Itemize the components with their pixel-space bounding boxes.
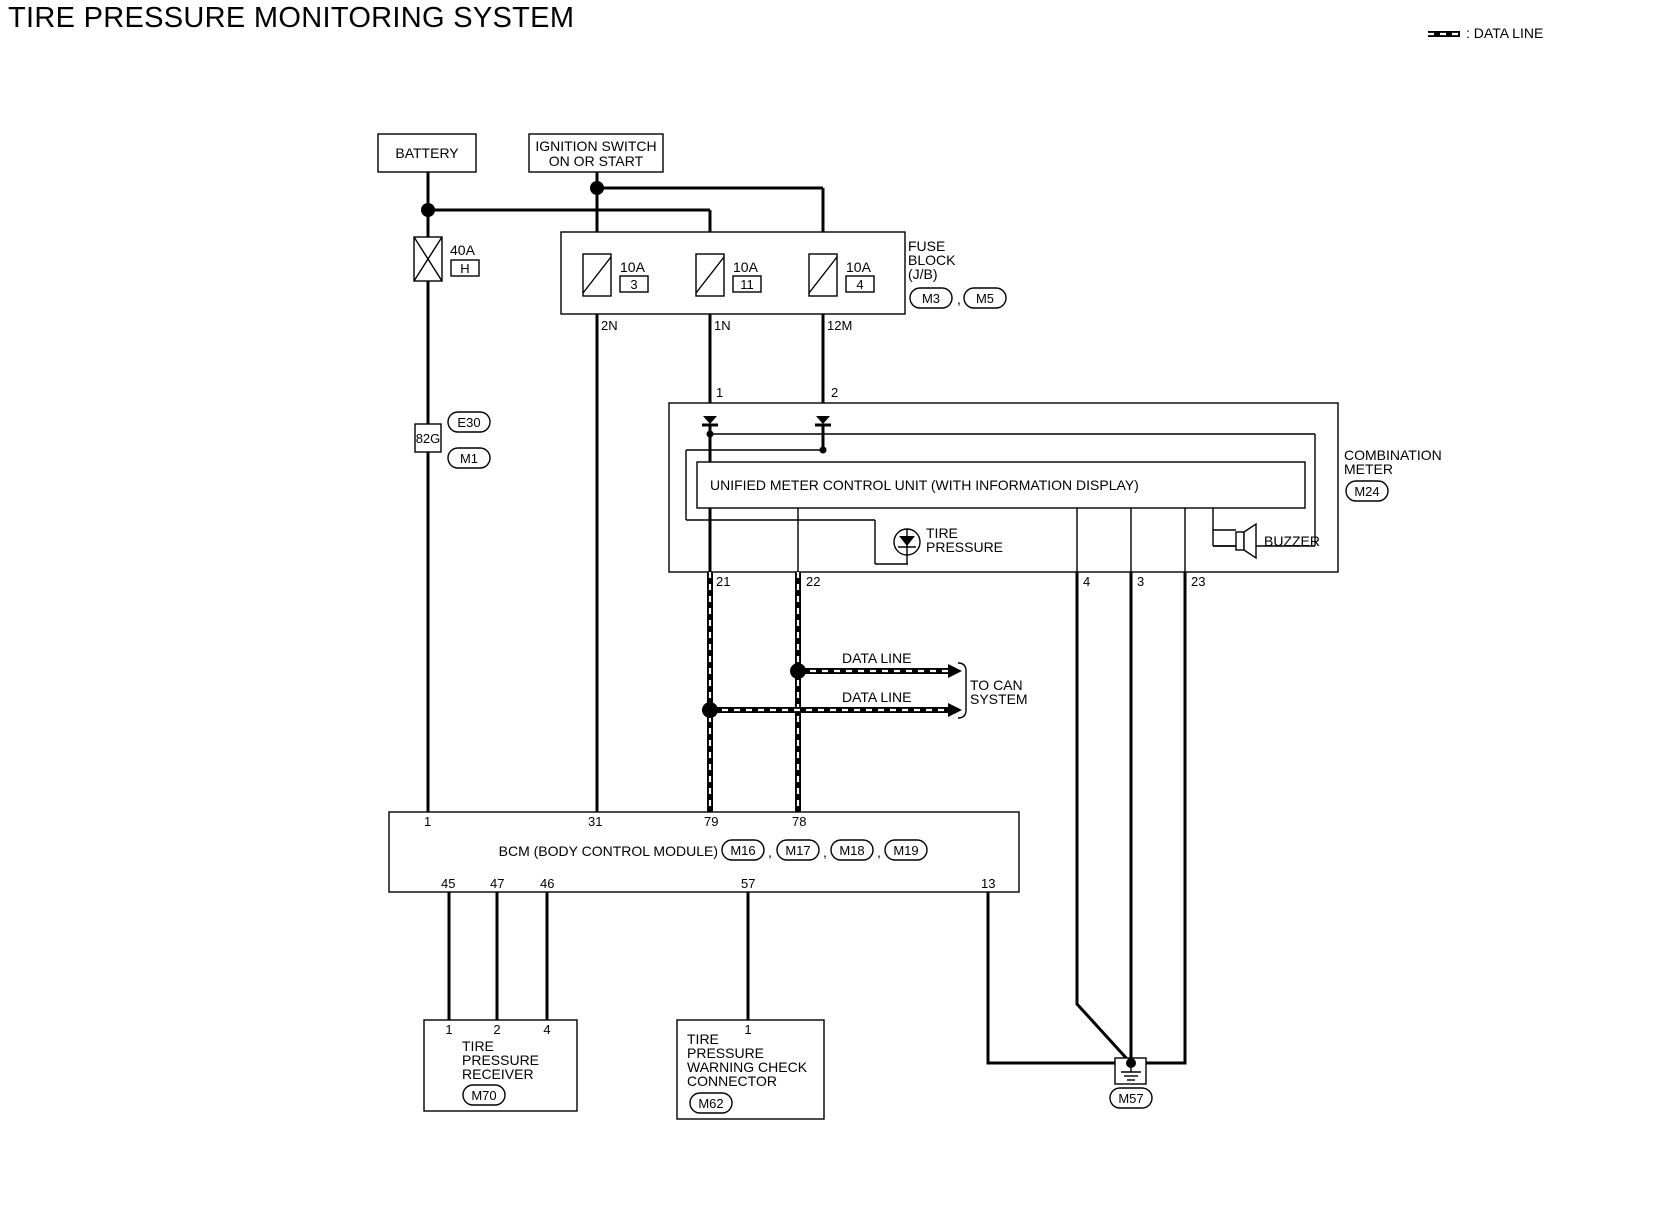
svg-text:,: , — [768, 844, 772, 860]
fuse-terminal-12m: 12M — [827, 318, 852, 333]
svg-text:M19: M19 — [893, 843, 918, 858]
ignition-label-line1: IGNITION SWITCH — [535, 138, 656, 154]
svg-text:1: 1 — [445, 1022, 452, 1037]
svg-text:(J/B): (J/B) — [908, 266, 938, 282]
combination-meter: COMBINATION METER M24 1 2 UNIFIED METER … — [668, 385, 1442, 578]
svg-text:TIRE: TIRE — [462, 1038, 494, 1054]
svg-text:COMBINATION: COMBINATION — [1344, 447, 1442, 463]
svg-text:E30: E30 — [457, 415, 480, 430]
svg-text:WARNING CHECK: WARNING CHECK — [687, 1059, 808, 1075]
wire-meter4-ground — [1075, 572, 1130, 1062]
svg-text:,: , — [823, 844, 827, 860]
svg-text:PRESSURE: PRESSURE — [462, 1052, 539, 1068]
joint-connector-id: 82G — [416, 431, 441, 446]
fuse-terminal-1n: 1N — [714, 318, 731, 333]
svg-text:1: 1 — [424, 814, 431, 829]
battery: BATTERY — [377, 133, 477, 173]
svg-text:1: 1 — [716, 385, 723, 400]
fuse-4: 10A 4 — [808, 253, 875, 297]
data-line-label-2: DATA LINE — [842, 689, 912, 705]
svg-text:13: 13 — [981, 876, 995, 891]
svg-text:79: 79 — [704, 814, 718, 829]
svg-text:31: 31 — [588, 814, 602, 829]
legend-label: : DATA LINE — [1466, 25, 1543, 41]
splice-ignition — [590, 181, 604, 195]
svg-text:4: 4 — [1083, 574, 1090, 589]
unit-label: UNIFIED METER CONTROL UNIT (WITH INFORMA… — [710, 477, 1139, 493]
svg-text:TIRE: TIRE — [926, 525, 958, 541]
joint-connector: 82G E30 M1 — [414, 411, 491, 469]
svg-text:4: 4 — [543, 1022, 550, 1037]
svg-text:10A: 10A — [846, 259, 872, 275]
fuse-block-connector-m5: M5 — [976, 291, 994, 306]
svg-text:M1: M1 — [460, 451, 478, 466]
battery-label: BATTERY — [395, 145, 459, 161]
svg-text:11: 11 — [740, 277, 754, 292]
ground-point: M57 — [1109, 1057, 1153, 1109]
svg-text:TO CAN: TO CAN — [970, 677, 1023, 693]
data-line-label-1: DATA LINE — [842, 650, 912, 666]
fuse-block-connector-m3: M3 — [922, 291, 940, 306]
svg-text:21: 21 — [716, 574, 730, 589]
ignition-switch: IGNITION SWITCH ON OR START — [528, 133, 664, 173]
svg-text:23: 23 — [1191, 574, 1205, 589]
svg-text:46: 46 — [540, 876, 554, 891]
ground-connector: M57 — [1118, 1091, 1143, 1106]
page-title: TIRE PRESSURE MONITORING SYSTEM — [8, 2, 575, 34]
fusible-link-rating: 40A — [450, 242, 476, 258]
svg-text:RECEIVER: RECEIVER — [462, 1066, 534, 1082]
receiver-connector: M70 — [471, 1088, 496, 1103]
fuse-block: 10A 3 10A 11 10A 4 FUSE BLOCK (J/B) M3 ,… — [560, 231, 1007, 315]
svg-text:METER: METER — [1344, 461, 1393, 477]
svg-text:M17: M17 — [785, 843, 810, 858]
legend: : DATA LINE — [1428, 25, 1543, 41]
fuse-terminal-2n: 2N — [601, 318, 618, 333]
svg-text:45: 45 — [441, 876, 455, 891]
warning-check-connector: 1 TIRE PRESSURE WARNING CHECK CONNECTOR … — [676, 1019, 825, 1120]
svg-text:CONNECTOR: CONNECTOR — [687, 1073, 777, 1089]
svg-text:3: 3 — [630, 277, 637, 292]
can-data-lines: DATA LINE DATA LINE TO CAN SYSTEM — [702, 572, 1028, 812]
svg-text:3: 3 — [1137, 574, 1144, 589]
fuse-3: 10A 3 — [582, 253, 649, 297]
svg-text:BLOCK: BLOCK — [908, 252, 956, 268]
tire-pressure-receiver: 1 2 4 TIRE PRESSURE RECEIVER M70 — [423, 1019, 578, 1112]
svg-text:PRESSURE: PRESSURE — [687, 1045, 764, 1061]
svg-text:10A: 10A — [733, 259, 759, 275]
svg-text:4: 4 — [856, 277, 863, 292]
svg-text:78: 78 — [792, 814, 806, 829]
svg-text:PRESSURE: PRESSURE — [926, 539, 1003, 555]
wire-meter23-ground — [1131, 572, 1187, 1065]
meter-connector: M24 — [1354, 484, 1379, 499]
svg-text:,: , — [957, 291, 961, 307]
svg-text:22: 22 — [806, 574, 820, 589]
check-connector-id: M62 — [698, 1096, 723, 1111]
bcm: 1 31 79 78 BCM (BODY CONTROL MODULE) M16… — [388, 811, 1020, 893]
svg-text:M16: M16 — [730, 843, 755, 858]
buzzer-label: BUZZER — [1264, 533, 1320, 549]
svg-text:2: 2 — [831, 385, 838, 400]
fusible-link-id: H — [460, 261, 469, 276]
svg-text:10A: 10A — [620, 259, 646, 275]
fusible-link: 40A H — [413, 236, 480, 282]
svg-text:57: 57 — [741, 876, 755, 891]
svg-text:1: 1 — [744, 1022, 751, 1037]
splice-battery — [421, 203, 435, 217]
svg-text:,: , — [877, 844, 881, 860]
svg-text:FUSE: FUSE — [908, 238, 945, 254]
svg-text:M18: M18 — [839, 843, 864, 858]
svg-text:47: 47 — [490, 876, 504, 891]
tire-pressure-lamp: TIRE PRESSURE — [893, 525, 1003, 564]
ignition-label-line2: ON OR START — [549, 153, 644, 169]
wire-bcm13-ground — [986, 892, 1128, 1065]
buzzer: BUZZER — [1213, 522, 1320, 560]
svg-text:TIRE: TIRE — [687, 1031, 719, 1047]
svg-text:SYSTEM: SYSTEM — [970, 691, 1028, 707]
fuse-11: 10A 11 — [695, 253, 762, 297]
bcm-label: BCM (BODY CONTROL MODULE) — [499, 843, 718, 859]
svg-text:2: 2 — [493, 1022, 500, 1037]
